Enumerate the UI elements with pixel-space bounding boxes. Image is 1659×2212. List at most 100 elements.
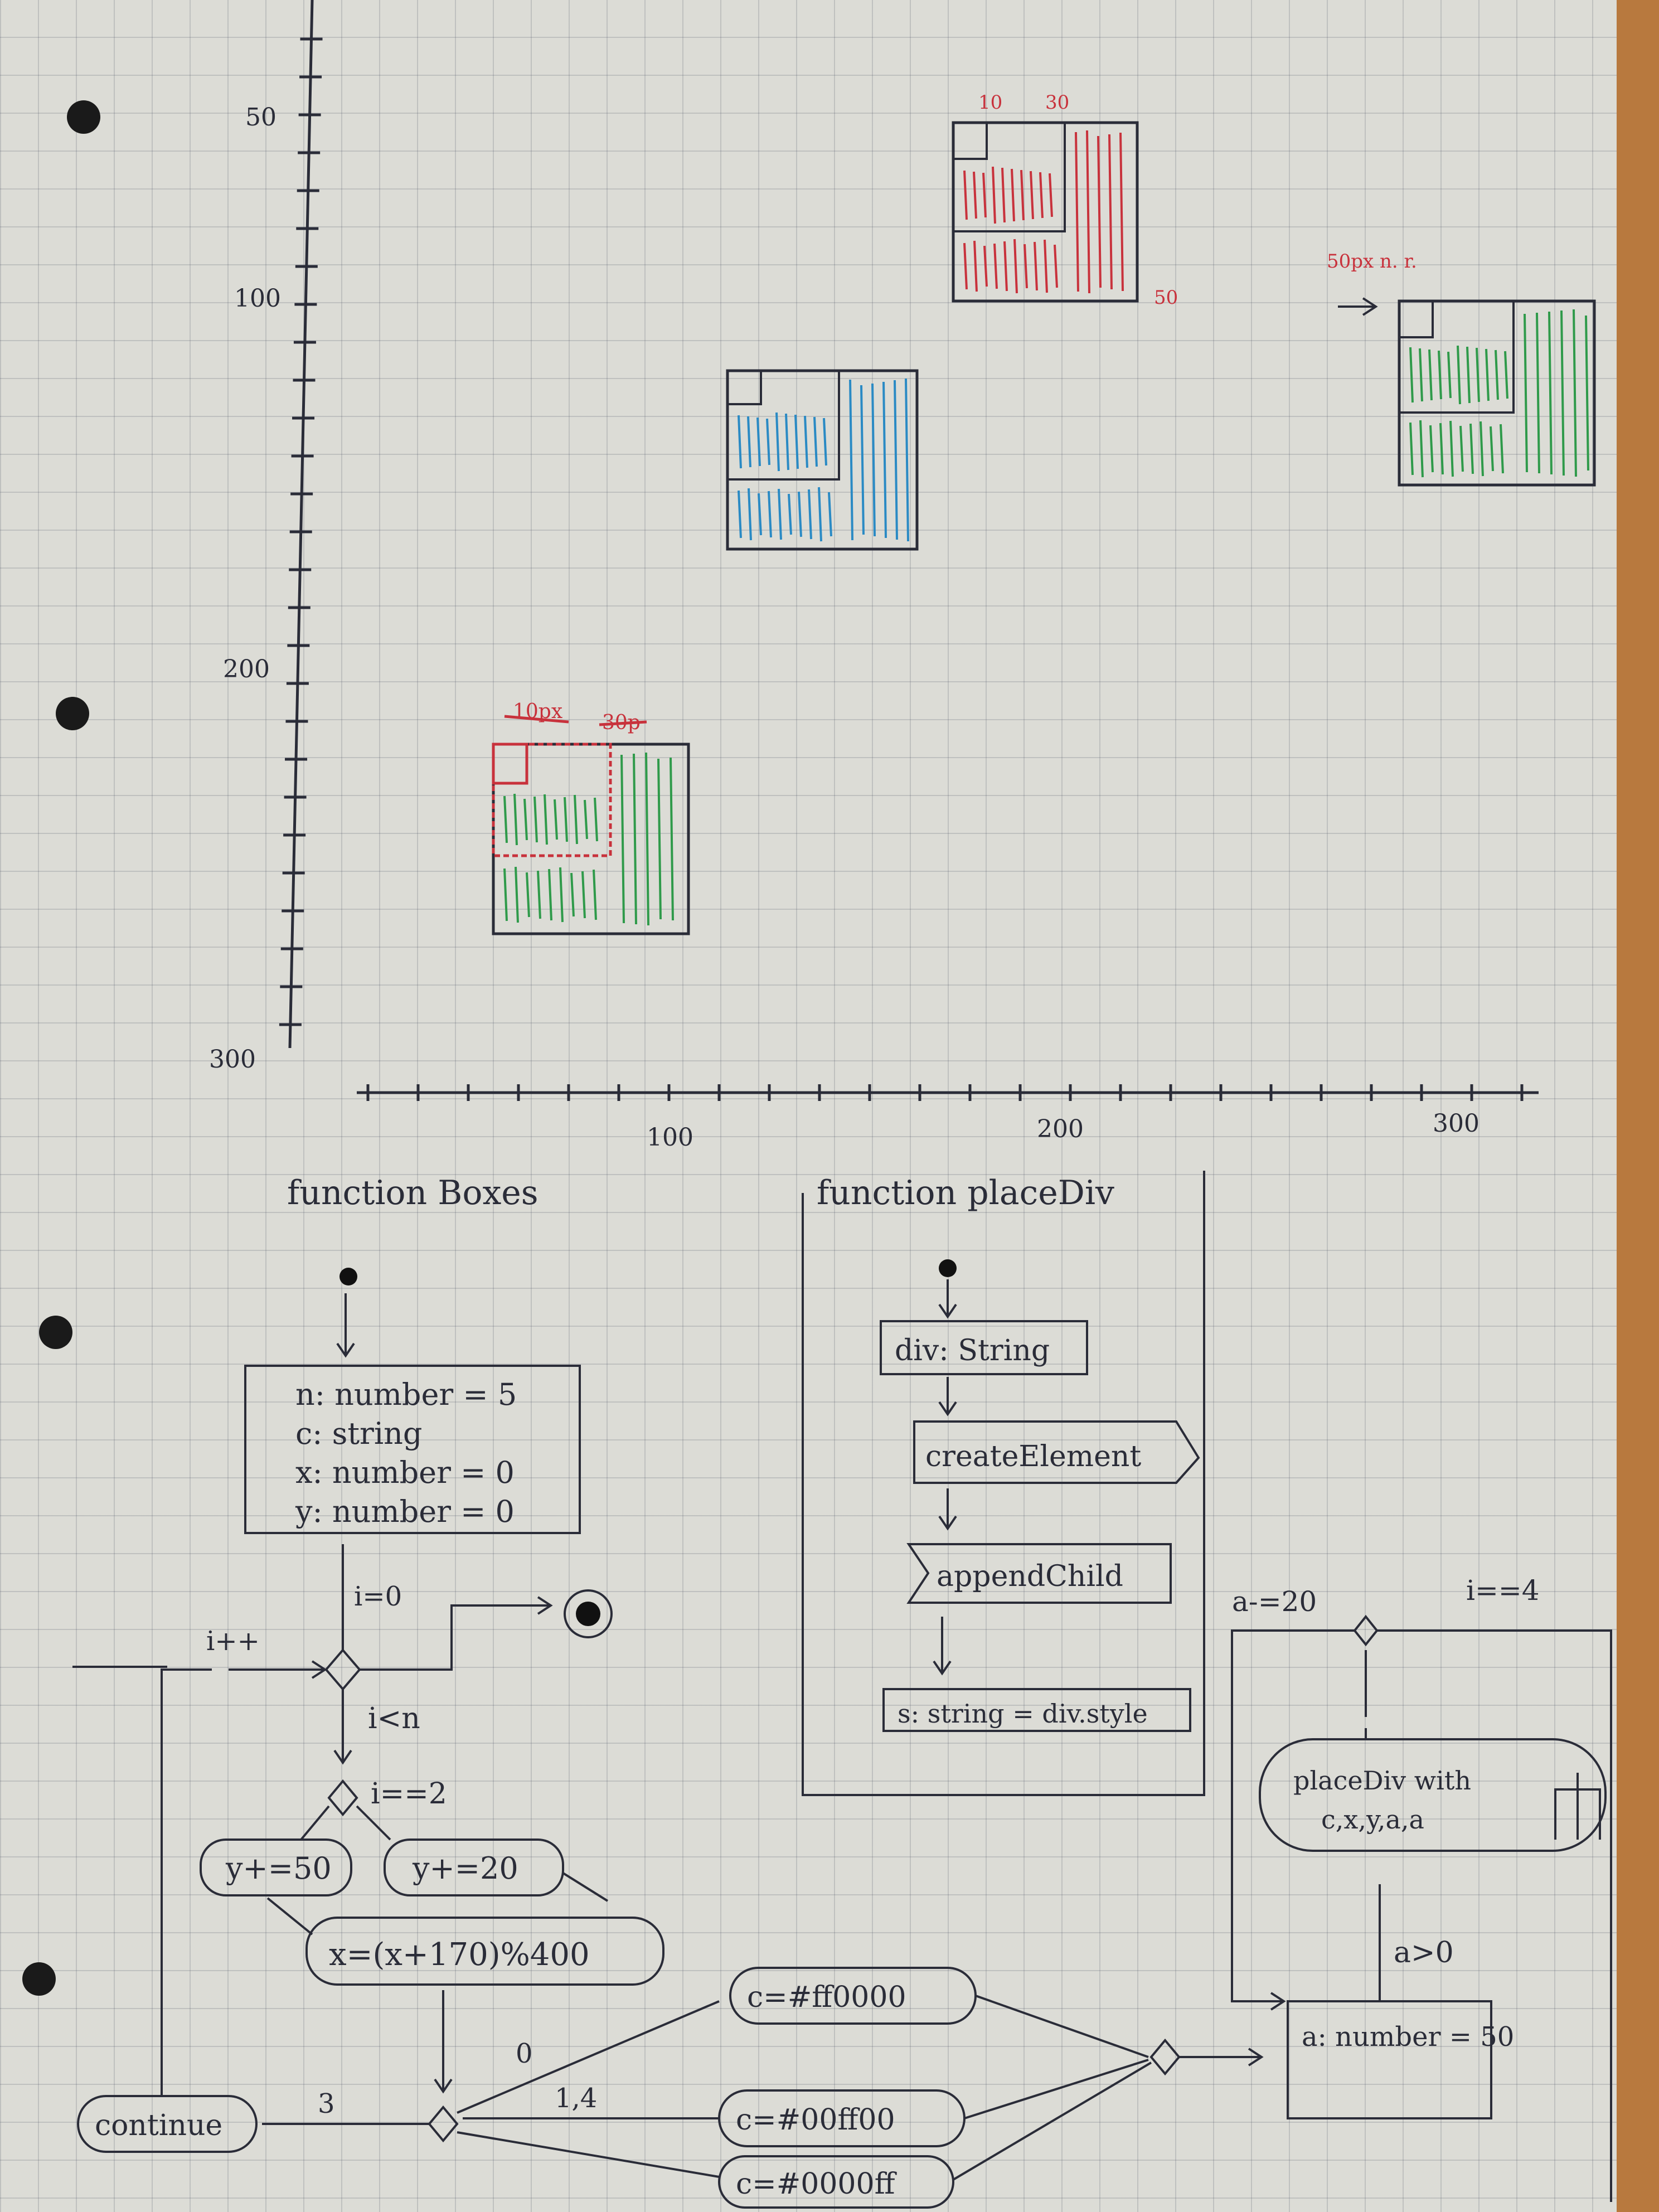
step-text: createElement xyxy=(925,1440,1141,1473)
hatch-stroke xyxy=(1430,425,1433,472)
hatch-stroke xyxy=(560,867,562,922)
y-tick-label: 50 xyxy=(245,103,276,132)
hatch-stroke xyxy=(1410,347,1413,402)
hatch-stroke xyxy=(749,488,751,540)
loop-decision xyxy=(326,1650,360,1689)
hatch-stroke xyxy=(1471,424,1473,474)
hatch-stroke xyxy=(595,798,597,841)
binder-hole xyxy=(56,697,89,730)
hatch-stroke xyxy=(1448,352,1451,398)
hatch-stroke xyxy=(1440,423,1443,474)
hatch-stroke xyxy=(1420,420,1423,477)
box-width-label: 10px xyxy=(513,700,562,723)
hatch-stroke xyxy=(799,492,801,537)
hatch-stroke xyxy=(964,243,967,289)
hatch-stroke xyxy=(739,415,741,468)
hatch-stroke xyxy=(1561,311,1564,476)
merge-node xyxy=(1151,2040,1179,2074)
hatch-stroke xyxy=(1045,240,1047,293)
hatch-stroke xyxy=(895,380,897,540)
hatch-stroke xyxy=(769,491,771,537)
hatch-stroke xyxy=(1461,426,1463,472)
hatch-stroke xyxy=(1525,314,1527,472)
hatch-stroke xyxy=(1477,348,1479,402)
hatch-stroke xyxy=(671,758,673,920)
hatch-stroke xyxy=(585,800,587,839)
y-axis xyxy=(290,0,312,1048)
function-title: function placeDiv xyxy=(817,1173,1114,1212)
hatch-stroke xyxy=(575,795,577,844)
dimension-label: 10 xyxy=(978,91,1002,114)
hatch-stroke xyxy=(1109,134,1112,289)
color-green-text: c=#00ff00 xyxy=(736,2103,895,2137)
hatch-stroke xyxy=(622,755,624,923)
start-node xyxy=(339,1268,357,1286)
hatch-stroke xyxy=(809,489,811,539)
continue-text: continue xyxy=(95,2109,222,2142)
hatch-stroke xyxy=(646,753,648,925)
x-tick-label: 200 xyxy=(1037,1115,1084,1143)
sketch-box-red: 10 30 50 xyxy=(953,91,1178,309)
step-text: div: String xyxy=(895,1334,1050,1367)
hatch-stroke xyxy=(779,489,781,540)
hatch-stroke xyxy=(535,797,537,842)
hatch-stroke xyxy=(1012,169,1014,221)
hatch-stroke xyxy=(993,167,995,224)
a-declaration-text: a: number = 50 xyxy=(1302,2021,1514,2053)
hatch-stroke xyxy=(1549,312,1551,474)
color-blue-text: c=#0000ff xyxy=(736,2167,898,2201)
y-tick-label: 100 xyxy=(234,284,281,313)
hatch-stroke xyxy=(1420,348,1422,401)
hatch-stroke xyxy=(1501,424,1503,473)
declaration-line: c: string xyxy=(295,1416,422,1451)
hatch-stroke xyxy=(872,384,875,536)
hatch-stroke xyxy=(983,173,986,217)
flowchart-placediv: function placeDiv div: String createElem… xyxy=(803,1171,1204,1795)
table-edge xyxy=(1617,0,1659,2212)
binder-hole xyxy=(67,100,100,134)
hatch-stroke xyxy=(1031,171,1033,219)
hatch-stroke xyxy=(516,867,518,923)
y-tick-label: 300 xyxy=(209,1045,256,1074)
a-declaration-box xyxy=(1288,2001,1491,2118)
hatch-stroke xyxy=(594,870,596,920)
hatch-stroke xyxy=(1451,421,1453,477)
hatch-stroke xyxy=(1087,130,1089,293)
dimension-label: 50 xyxy=(1154,287,1178,309)
case-label: 0 xyxy=(516,2038,533,2069)
hatch-stroke xyxy=(1076,132,1078,292)
hatch-stroke xyxy=(1021,170,1023,220)
declaration-line: n: number = 5 xyxy=(295,1377,517,1412)
increment-label: i++ xyxy=(206,1626,260,1657)
a-decrement: a-=20 xyxy=(1232,1585,1317,1618)
hatch-stroke xyxy=(1098,136,1100,288)
hatch-stroke xyxy=(767,419,769,465)
color-switch xyxy=(429,2107,457,2141)
hatch-stroke xyxy=(984,246,987,287)
loop-condition: i<n xyxy=(368,1702,420,1735)
hatch-stroke xyxy=(1015,239,1017,293)
hatch-stroke xyxy=(527,872,529,917)
hatch-stroke xyxy=(814,417,817,467)
hatch-stroke xyxy=(1496,350,1498,400)
start-node xyxy=(939,1259,957,1277)
hatch-stroke xyxy=(1005,241,1007,291)
x-update-text: x=(x+170)%400 xyxy=(329,1937,590,1973)
hatch-stroke xyxy=(525,799,527,840)
hatch-stroke xyxy=(515,794,517,845)
hatch-stroke xyxy=(1040,172,1042,218)
hatch-stroke xyxy=(1505,351,1507,399)
case-label: 3 xyxy=(318,2088,335,2119)
hatch-stroke xyxy=(777,413,779,471)
hatch-stroke xyxy=(505,869,507,921)
color-red-text: c=#ff0000 xyxy=(747,1981,906,2014)
place-div-call-line: placeDiv with xyxy=(1293,1765,1471,1796)
binder-hole xyxy=(39,1316,72,1349)
hatch-stroke xyxy=(555,799,557,840)
inner-loop-decision xyxy=(1355,1617,1377,1645)
dimension-label: 30 xyxy=(1045,91,1069,114)
i-equals-4: i==4 xyxy=(1466,1574,1540,1607)
hatch-stroke xyxy=(964,171,967,220)
hatch-stroke xyxy=(571,873,574,916)
